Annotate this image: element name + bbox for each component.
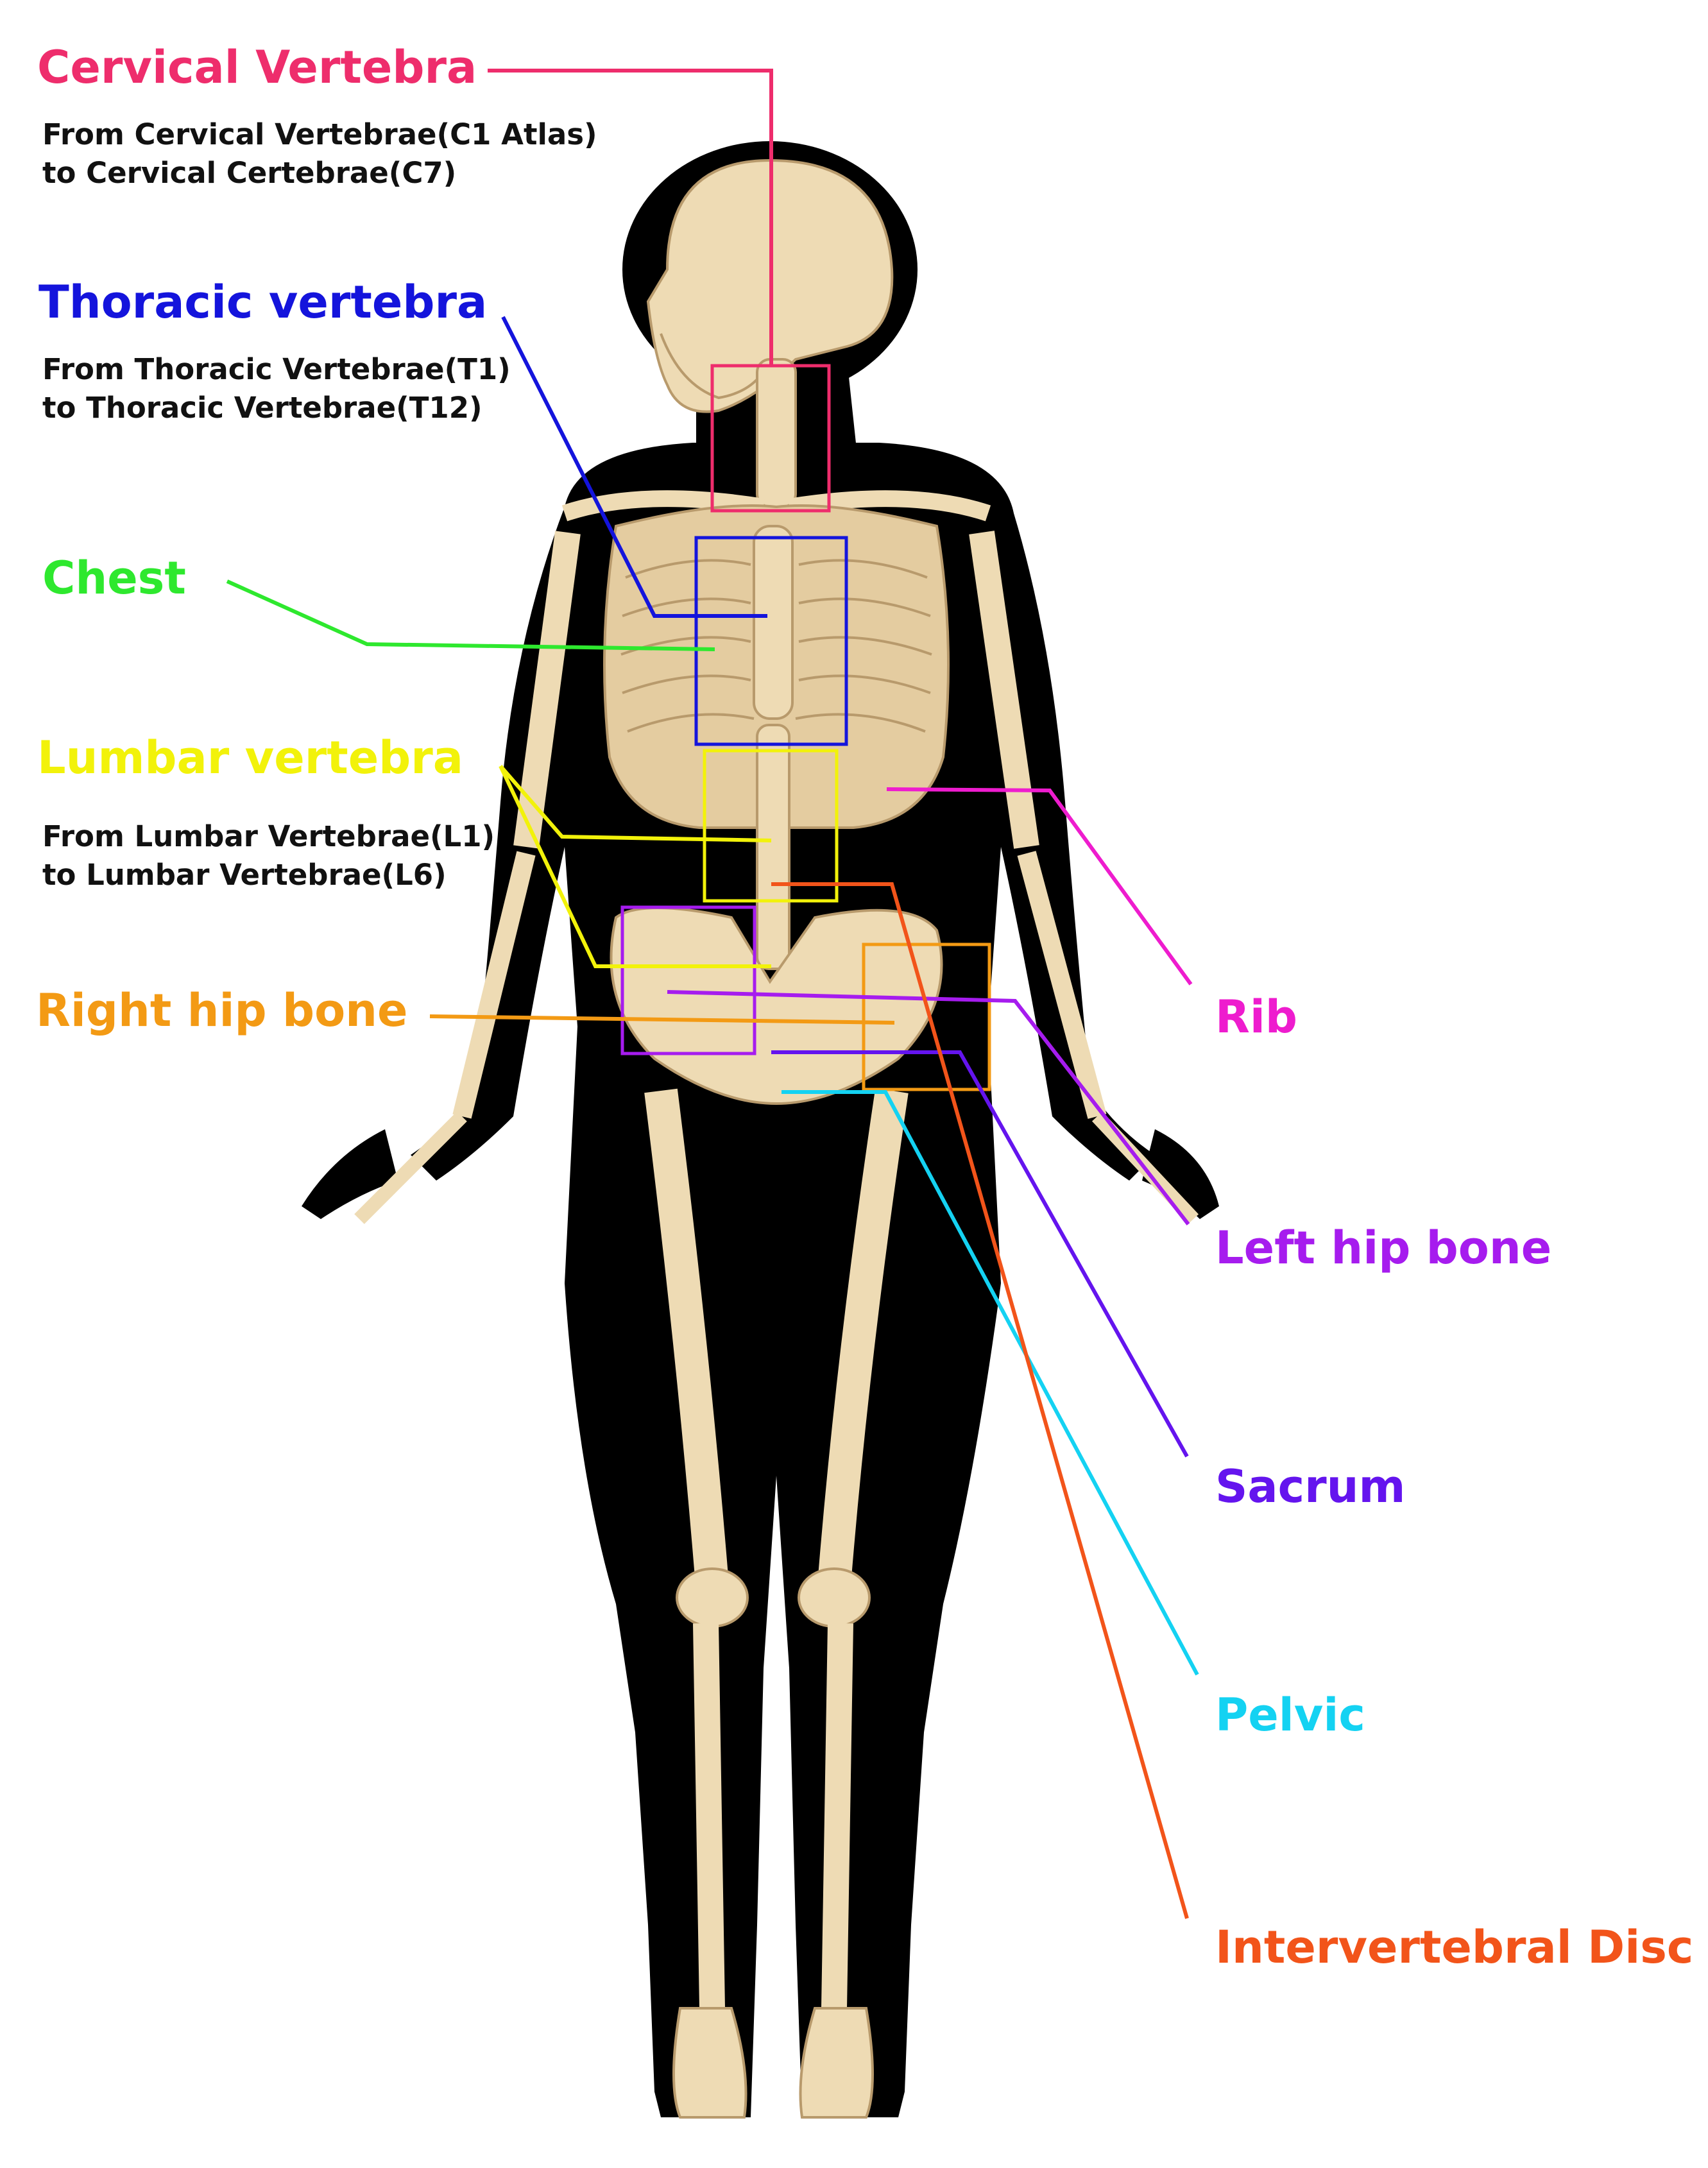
thoracic-box [694,536,848,746]
disc-leader [771,882,1189,1919]
cervical-range-line2: to Cervical Certebrae(C7) [42,156,457,190]
disc-title-text: Intervertebral Disc [1215,1921,1694,1974]
thoracic-title-text: Thoracic vertebra [38,276,488,329]
left-hip-box [620,905,756,1055]
leader-lines [226,69,1199,1919]
lumbar-title: Lumbar vertebra [37,735,463,780]
lumbar-title-text: Lumbar vertebra [37,731,464,784]
right-hip-box [862,943,991,1091]
lumbar-leader-upper [499,765,772,842]
lumbar-leader-lower [499,765,771,968]
thoracic-leader [501,316,767,618]
highlight-boxes [620,364,991,1091]
cervical-title-text: Cervical Vertebra [37,41,477,94]
left-hip-leader [667,990,1190,1225]
rib-title: Rib [1215,994,1297,1039]
disc-title: Intervertebral Disc [1215,1925,1693,1970]
cervical-range-line1: From Cervical Vertebrae(C1 Atlas) [42,117,597,151]
chest-title: Chest [42,556,186,601]
thoracic-title: Thoracic vertebra [38,280,487,325]
skeleton-bones [354,158,1199,2119]
pelvic-title-text: Pelvic [1215,1689,1365,1741]
rib-leader [886,787,1193,986]
sacrum-title: Sacrum [1215,1464,1405,1509]
rib-title-text: Rib [1215,991,1298,1043]
lumbar-range-line1: From Lumbar Vertebrae(L1) [42,819,495,853]
pelvic-leader [781,1090,1199,1676]
cervical-leader [488,69,773,366]
chest-title-text: Chest [42,552,186,604]
left-hip-title: Left hip bone [1215,1225,1551,1270]
rib-lines [620,559,932,733]
right-hip-title-text: Right hip bone [36,984,408,1037]
pelvic-title: Pelvic [1215,1693,1365,1737]
sacrum-title-text: Sacrum [1215,1460,1406,1513]
lumbar-range-line2: to Lumbar Vertebrae(L6) [42,858,447,892]
right-hip-title: Right hip bone [36,988,407,1033]
thoracic-range: From Thoracic Vertebrae(T1) to Thoracic … [42,350,511,427]
right-hip-leader [429,1014,895,1025]
thoracic-range-line2: to Thoracic Vertebrae(T12) [42,391,483,425]
cervical-range: From Cervical Vertebrae(C1 Atlas) to Cer… [42,115,597,192]
lumbar-box [703,749,839,903]
lumbar-range: From Lumbar Vertebrae(L1) to Lumbar Vert… [42,817,495,894]
cervical-title: Cervical Vertebra [37,45,477,90]
thoracic-range-line1: From Thoracic Vertebrae(T1) [42,352,511,386]
sacrum-leader [771,1050,1189,1458]
chest-leader [226,579,715,651]
left-hip-title-text: Left hip bone [1215,1222,1552,1274]
